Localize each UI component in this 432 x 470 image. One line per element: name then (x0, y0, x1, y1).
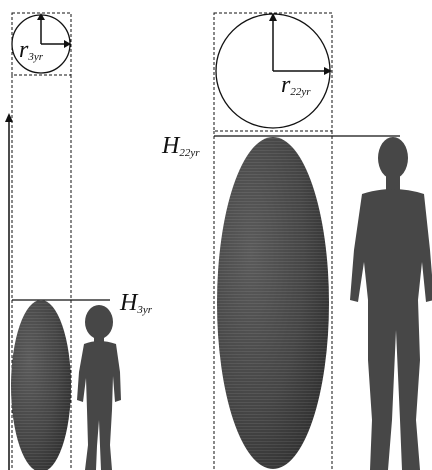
adult-radius-arrowhead-right (324, 67, 332, 75)
adult-body-ellipse-texture (217, 137, 329, 469)
h-22yr-label: H22yr (161, 133, 200, 159)
r-3yr-label: r3yr (19, 37, 44, 63)
child-body-ellipse-texture (11, 300, 71, 470)
adult-group: r22yr H22yr (161, 13, 432, 470)
child-group: r3yr H3yr (5, 13, 153, 470)
adult-figure (350, 137, 432, 470)
h-3yr-label: H3yr (119, 290, 153, 316)
r-22yr-label: r22yr (281, 72, 311, 98)
child-radius-arrowhead-up (37, 13, 45, 20)
child-figure (77, 305, 121, 470)
